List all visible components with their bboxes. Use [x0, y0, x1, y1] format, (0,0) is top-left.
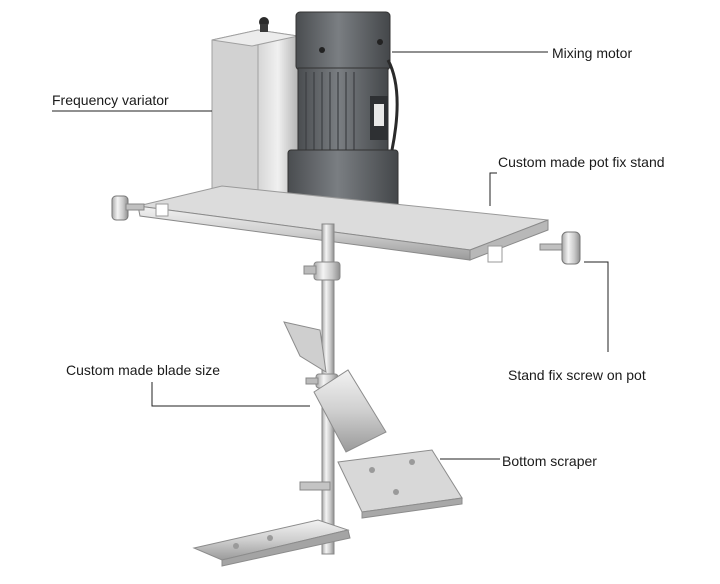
label-blade-size: Custom made blade size	[66, 362, 221, 378]
label-mixing-motor: Mixing motor	[552, 45, 633, 61]
mixing-motor	[287, 11, 399, 222]
label-stand-fix-screw: Stand fix screw on pot	[508, 367, 646, 383]
right-fix-screw	[539, 231, 581, 265]
leader-blade-size	[151, 382, 310, 407]
leader-pot-fix-stand	[489, 172, 497, 206]
leader-stand-fix-screw	[584, 261, 609, 352]
label-bottom-scraper: Bottom scraper	[502, 453, 597, 469]
bottom-scraper	[299, 449, 463, 519]
label-frequency-variator: Frequency variator	[52, 92, 169, 108]
bottom-blade	[192, 519, 351, 567]
leader-lines	[52, 51, 609, 460]
pot-fix-stand	[137, 185, 549, 263]
left-fix-screw	[111, 195, 145, 221]
upper-blade	[283, 321, 327, 373]
label-pot-fix-stand: Custom made pot fix stand	[498, 154, 665, 170]
middle-blade	[313, 369, 387, 453]
mixing-shaft	[303, 223, 341, 555]
